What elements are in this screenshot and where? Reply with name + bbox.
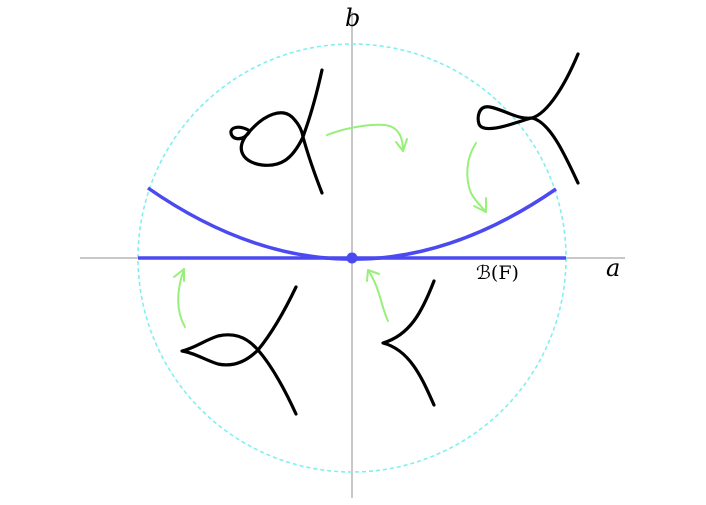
top-right-curve <box>476 52 580 185</box>
bifurcation-set-label: ℬ(F) <box>476 262 519 284</box>
axis-label-a: a <box>606 254 621 282</box>
arrow-top-right-to-parabola <box>466 142 487 213</box>
top-left-curve <box>229 68 324 195</box>
bottom-left-curve <box>180 285 298 416</box>
origin-point <box>346 252 358 264</box>
axis-label-b: b <box>345 4 361 32</box>
arrow-bottom-right-up <box>366 269 389 322</box>
arrow-bottom-left-up <box>173 268 186 328</box>
arrow-top-left-to-top-right <box>326 123 408 152</box>
bottom-right-curve <box>381 279 436 407</box>
